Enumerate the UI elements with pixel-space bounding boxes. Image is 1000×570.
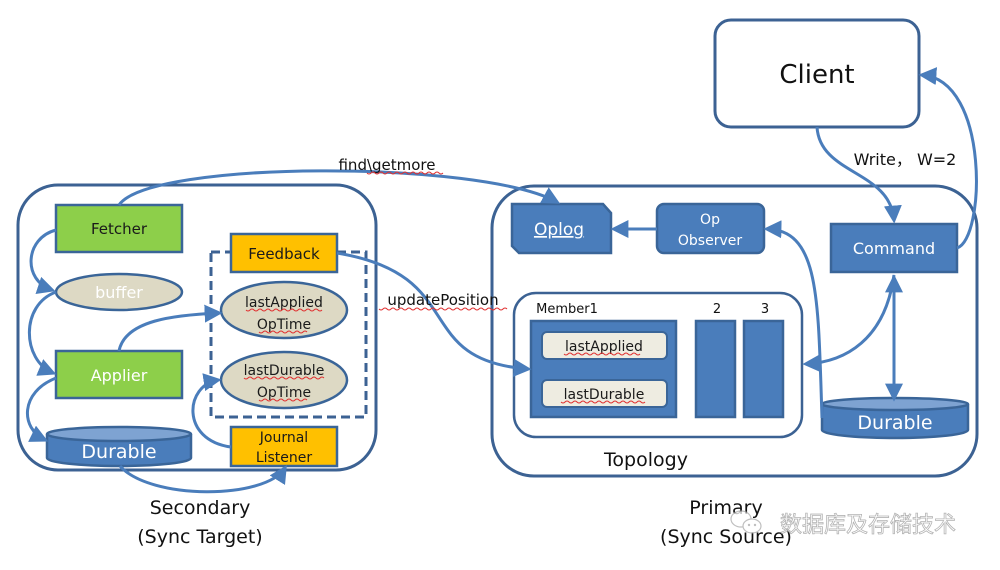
buffer-ellipse[interactable]: buffer: [54, 272, 184, 312]
topology-label: Topology: [603, 449, 688, 471]
watermark: 数据库及存储技术: [730, 510, 956, 538]
feedback-box[interactable]: Feedback: [229, 232, 339, 274]
secondary-subtitle: (Sync Target): [137, 526, 262, 548]
wechat-icon: [730, 510, 762, 534]
arrow-fetcher-to-buffer: [29, 228, 57, 294]
member2-label: 2: [713, 302, 721, 317]
buffer-label: buffer: [95, 283, 143, 302]
last-applied-optime-line2: OpTime: [257, 317, 311, 333]
applier-box[interactable]: Applier: [54, 349, 184, 400]
update-position-label: updatePosition: [387, 291, 498, 309]
arrow-durable-to-journal: [118, 464, 287, 494]
primary-container: [490, 184, 979, 478]
oplog-box[interactable]: Oplog: [510, 202, 613, 255]
op-observer-line2: Observer: [678, 233, 742, 249]
secondary-title: Secondary: [150, 497, 251, 519]
last-durable-optime-line2: OpTime: [257, 385, 311, 401]
write-label: Write， W=2: [854, 150, 957, 169]
journal-listener-line1: Journal: [259, 430, 308, 446]
primary-subtitle: (Sync Source): [660, 526, 792, 548]
last-durable-optime-ellipse[interactable]: lastDurable OpTime: [219, 350, 349, 410]
primary-title: Primary: [689, 497, 762, 519]
arrow-applier-to-durable: [25, 376, 57, 442]
fetcher-label: Fetcher: [91, 220, 148, 238]
client-label: Client: [779, 60, 854, 90]
applier-label: Applier: [91, 366, 148, 385]
primary-durable-label: Durable: [857, 412, 932, 434]
arrow-command-to-client: [918, 67, 978, 250]
feedback-label: Feedback: [248, 245, 320, 263]
arrow-command-to-topology: [802, 274, 896, 373]
secondary-durable-label: Durable: [81, 441, 156, 463]
find-getmore-label: find\getmore: [338, 156, 435, 174]
member2-box[interactable]: [694, 319, 737, 419]
fetcher-box[interactable]: Fetcher: [54, 203, 184, 254]
arrow-find-getmore: [117, 169, 561, 206]
arrow-applier-to-lastapplied: [117, 304, 223, 352]
command-box[interactable]: Command: [829, 222, 959, 274]
oplog-label: Oplog: [534, 220, 584, 240]
last-applied-optime-line1: lastApplied: [245, 295, 323, 311]
journal-listener-box[interactable]: Journal Listener: [229, 425, 339, 468]
member1-last-durable: lastDurable: [564, 387, 645, 403]
member1-label: Member1: [536, 302, 598, 317]
primary-durable-cylinder[interactable]: Durable: [820, 396, 970, 440]
arrow-client-to-command: [815, 126, 902, 224]
member3-box[interactable]: [742, 319, 785, 419]
op-observer-box[interactable]: Op Observer: [655, 202, 766, 255]
member1-box[interactable]: lastApplied lastDurable: [529, 319, 678, 419]
command-label: Command: [853, 239, 935, 258]
secondary-container: [16, 183, 378, 472]
connectors: [25, 67, 978, 494]
secondary-durable-cylinder[interactable]: Durable: [45, 425, 193, 468]
watermark-text: 数据库及存储技术: [780, 513, 956, 538]
arrow-buffer-to-applier: [27, 290, 57, 376]
client-box[interactable]: Client: [713, 18, 921, 129]
member3-label: 3: [761, 302, 769, 317]
arrow-durable-to-opobserver: [763, 220, 824, 419]
last-applied-optime-ellipse[interactable]: lastApplied OpTime: [219, 280, 349, 340]
journal-listener-line2: Listener: [256, 450, 313, 466]
arrow-update-position: [336, 251, 532, 377]
last-durable-optime-line1: lastDurable: [244, 363, 325, 379]
op-observer-line1: Op: [700, 212, 720, 228]
arrow-journal-to-lastdurable: [191, 373, 232, 449]
member1-last-applied: lastApplied: [565, 339, 643, 355]
